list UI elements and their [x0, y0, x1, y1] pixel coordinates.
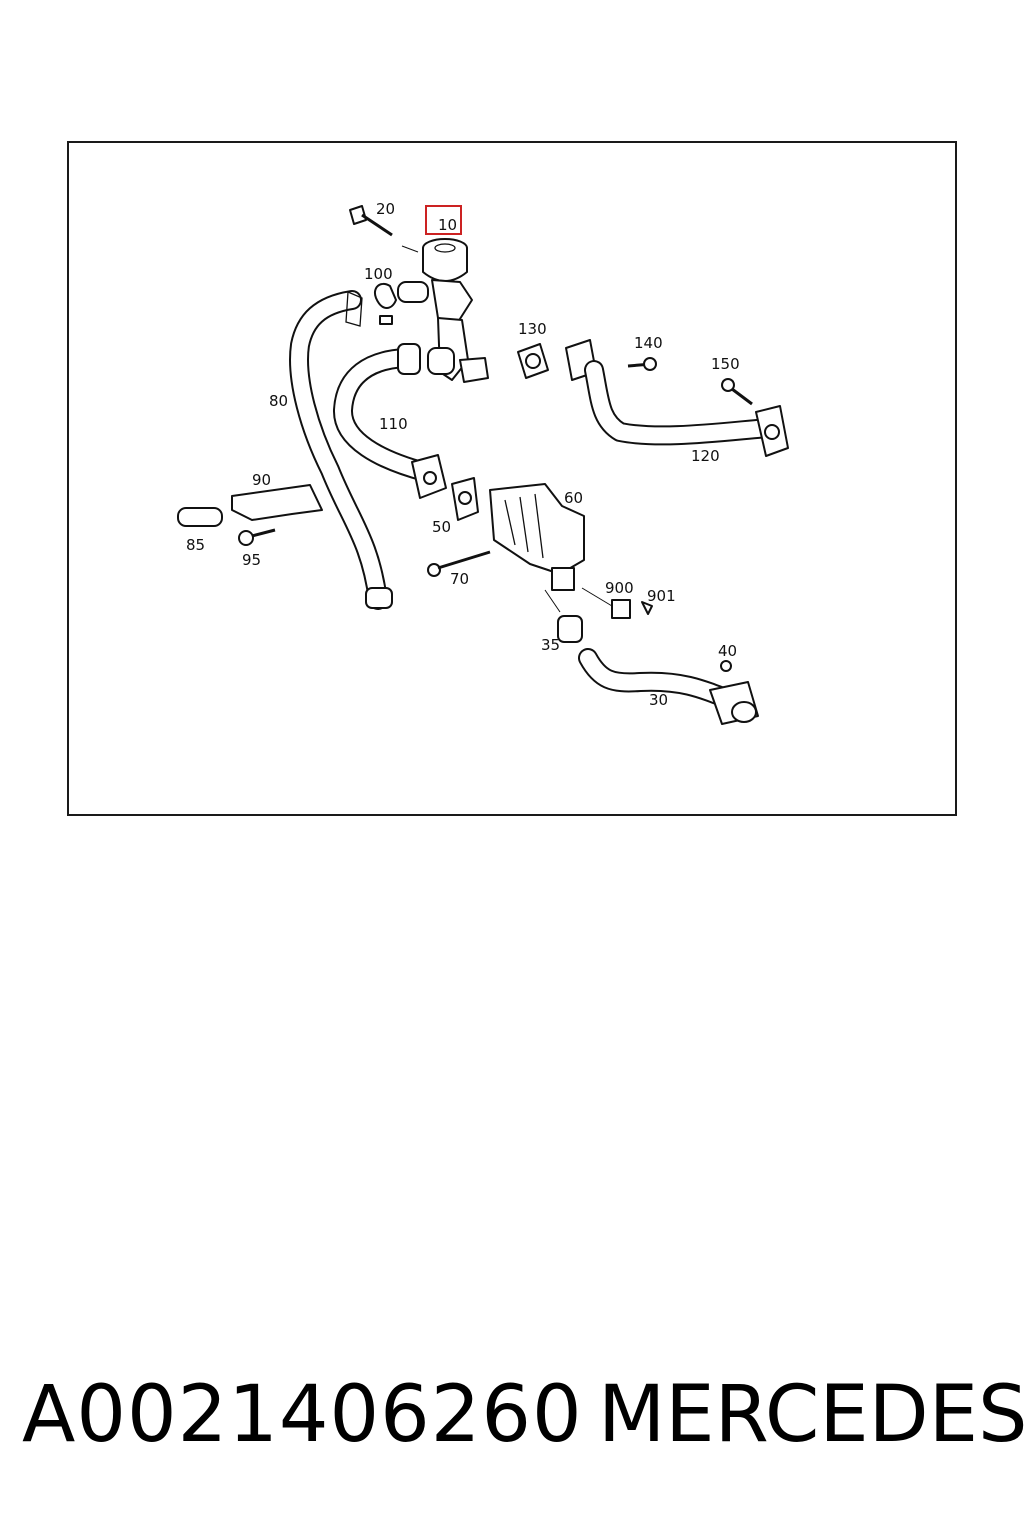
label-30: 30 — [649, 691, 668, 709]
label-50: 50 — [432, 518, 451, 536]
connector-900 — [611, 599, 631, 619]
label-95: 95 — [242, 551, 261, 569]
label-150: 150 — [711, 355, 740, 373]
leader-20 — [401, 245, 419, 253]
label-120: 120 — [691, 447, 720, 465]
bolt-140 — [627, 357, 657, 371]
connector-901 — [641, 601, 653, 615]
pipe-30 — [578, 648, 759, 725]
brand-name: MERCEDES — [598, 1370, 1024, 1460]
label-140: 140 — [634, 334, 663, 352]
clamp-85 — [177, 507, 223, 527]
label-70: 70 — [450, 570, 469, 588]
label-35: 35 — [541, 636, 560, 654]
bracket-90 — [231, 484, 323, 521]
gasket-50 — [451, 477, 479, 521]
hose-80 — [289, 290, 393, 610]
label-100: 100 — [364, 265, 393, 283]
valve-10 — [397, 238, 489, 383]
leader-900 — [581, 587, 613, 607]
label-85: 85 — [186, 536, 205, 554]
label-80: 80 — [269, 392, 288, 410]
bolt-20 — [349, 205, 393, 237]
nut-40 — [720, 660, 732, 672]
leader-35 — [544, 589, 561, 613]
label-40: 40 — [718, 642, 737, 660]
clamp-100 — [374, 282, 397, 325]
bolt-70 — [427, 550, 491, 577]
label-130: 130 — [518, 320, 547, 338]
label-20: 20 — [376, 200, 395, 218]
highlight-box-10 — [425, 205, 462, 235]
part-number: A0021406260 — [22, 1370, 583, 1460]
footer: A0021406260 MERCEDES — [0, 1370, 1024, 1460]
gasket-130 — [517, 343, 549, 379]
label-60: 60 — [564, 489, 583, 507]
label-110: 110 — [379, 415, 408, 433]
valve-60 — [489, 483, 585, 591]
diagram-frame — [67, 141, 957, 816]
label-900: 900 — [605, 579, 634, 597]
fitting-35 — [557, 615, 583, 643]
label-10: 10 — [438, 216, 457, 234]
label-90: 90 — [252, 471, 271, 489]
pipe-120 — [565, 339, 789, 457]
bolt-95 — [238, 528, 276, 546]
label-901: 901 — [647, 587, 676, 605]
bolt-150 — [721, 378, 753, 406]
pipe-110 — [333, 343, 447, 499]
